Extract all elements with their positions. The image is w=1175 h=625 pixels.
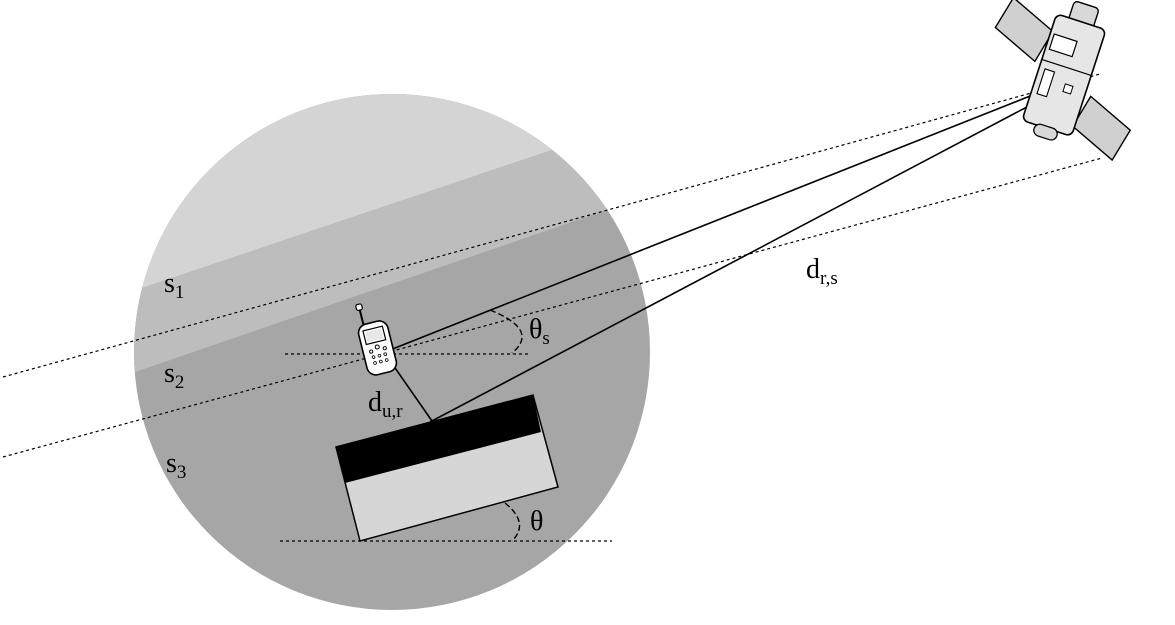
- svg-text:θ: θ: [530, 506, 543, 537]
- label-s3: s3: [166, 448, 186, 483]
- label-s2: s2: [164, 358, 184, 393]
- label-theta-s: θs: [529, 314, 550, 349]
- reflecting-surface: [335, 394, 559, 542]
- label-s1-sub: 1: [175, 282, 185, 303]
- label-d-ur-sub: u,r: [382, 401, 403, 422]
- satellite-icon: [994, 0, 1132, 162]
- label-s3-main: s: [166, 448, 177, 479]
- label-s1-main: s: [164, 268, 175, 299]
- svg-text:s2: s2: [164, 358, 184, 393]
- boundary-line-upper: [2, 73, 1101, 378]
- angle-arc-theta: [504, 502, 521, 542]
- label-theta-main: θ: [530, 506, 543, 537]
- link-user-satellite: [384, 76, 1079, 353]
- surface-top-band: [336, 395, 541, 483]
- svg-text:θs: θs: [529, 314, 550, 349]
- mobile-phone-icon: [355, 303, 398, 376]
- svg-text:s3: s3: [166, 448, 186, 483]
- label-s1: s1: [164, 268, 184, 303]
- label-s2-main: s: [164, 358, 175, 389]
- coverage-area: [134, 94, 650, 610]
- label-theta: θ: [530, 506, 543, 537]
- satellite-solar-panel-left: [994, 0, 1054, 63]
- label-theta-s-sub: s: [542, 328, 549, 349]
- label-d-rs-main: d: [806, 254, 820, 285]
- label-d-rs: dr,s: [806, 254, 838, 289]
- label-theta-s-main: θ: [529, 314, 542, 345]
- svg-text:du,r: du,r: [368, 387, 403, 422]
- label-s3-sub: 3: [177, 462, 187, 483]
- svg-text:dr,s: dr,s: [806, 254, 838, 289]
- boundary-line-lower: [2, 157, 1103, 458]
- link-surface-satellite: [429, 79, 1079, 423]
- link-user-surface: [392, 364, 433, 422]
- svg-text:s1: s1: [164, 268, 184, 303]
- label-d-rs-sub: r,s: [820, 268, 838, 289]
- label-s2-sub: 2: [175, 372, 185, 393]
- label-d-ur: du,r: [368, 387, 403, 422]
- angle-arc-theta-s: [489, 309, 523, 354]
- label-d-ur-main: d: [368, 387, 382, 418]
